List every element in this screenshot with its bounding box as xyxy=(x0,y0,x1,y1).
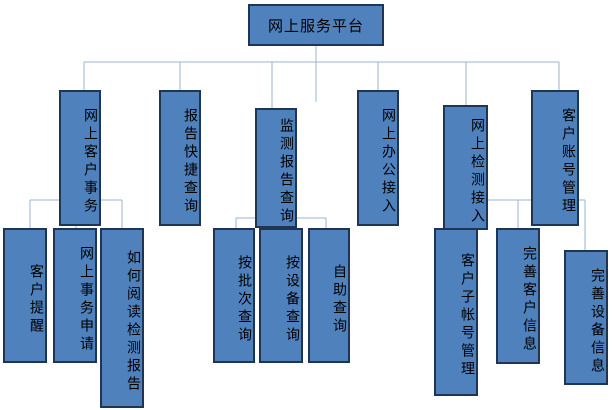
category-monitoring-report-query: 监测报告查询 xyxy=(255,108,297,228)
subitem-complete-customer-info: 完善客户信息 xyxy=(496,228,540,364)
category-label: 网上检测接入 xyxy=(469,117,485,226)
subitem-label: 完善客户信息 xyxy=(521,246,537,354)
subitem-query-by-batch: 按批次查询 xyxy=(213,228,255,363)
subitem-query-by-device: 按设备查询 xyxy=(259,228,303,363)
category-customer-affairs: 网上客户事务 xyxy=(59,90,101,226)
platform-root-label: 网上服务平台 xyxy=(267,16,364,35)
subitem-self-service-query: 自助查询 xyxy=(308,228,350,363)
subitem-how-to-read-report: 如何阅读检测报告 xyxy=(100,228,144,408)
subitem-label: 网上事务申请 xyxy=(78,245,94,354)
category-online-testing-access: 网上检测接入 xyxy=(443,105,488,230)
category-customer-account-management: 客户账号管理 xyxy=(531,90,579,226)
subitem-label: 如何阅读检测报告 xyxy=(125,250,141,394)
category-label: 网上客户事务 xyxy=(82,108,98,216)
category-label: 客户账号管理 xyxy=(560,108,576,216)
subitem-label: 按设备查询 xyxy=(284,254,300,345)
subitem-online-affairs-application: 网上事务申请 xyxy=(53,228,97,363)
subitem-label: 完善设备信息 xyxy=(589,267,605,376)
subitem-label: 客户提醒 xyxy=(28,263,44,336)
subitem-label: 按批次查询 xyxy=(236,254,252,345)
category-label: 网上办公接入 xyxy=(380,108,396,216)
subitem-customer-reminder: 客户提醒 xyxy=(3,228,47,363)
subitem-label: 自助查询 xyxy=(331,263,347,336)
subitem-sub-account-management: 客户子帐号管理 xyxy=(434,228,478,396)
platform-root-node: 网上服务平台 xyxy=(248,4,384,46)
category-online-office-access: 网上办公接入 xyxy=(357,90,399,226)
category-label: 报告快捷查询 xyxy=(182,108,198,216)
subitem-complete-device-info: 完善设备信息 xyxy=(564,250,608,385)
category-report-quick-query: 报告快捷查询 xyxy=(159,90,201,226)
category-label: 监测报告查询 xyxy=(278,118,294,226)
subitem-label: 客户子帐号管理 xyxy=(459,253,475,379)
